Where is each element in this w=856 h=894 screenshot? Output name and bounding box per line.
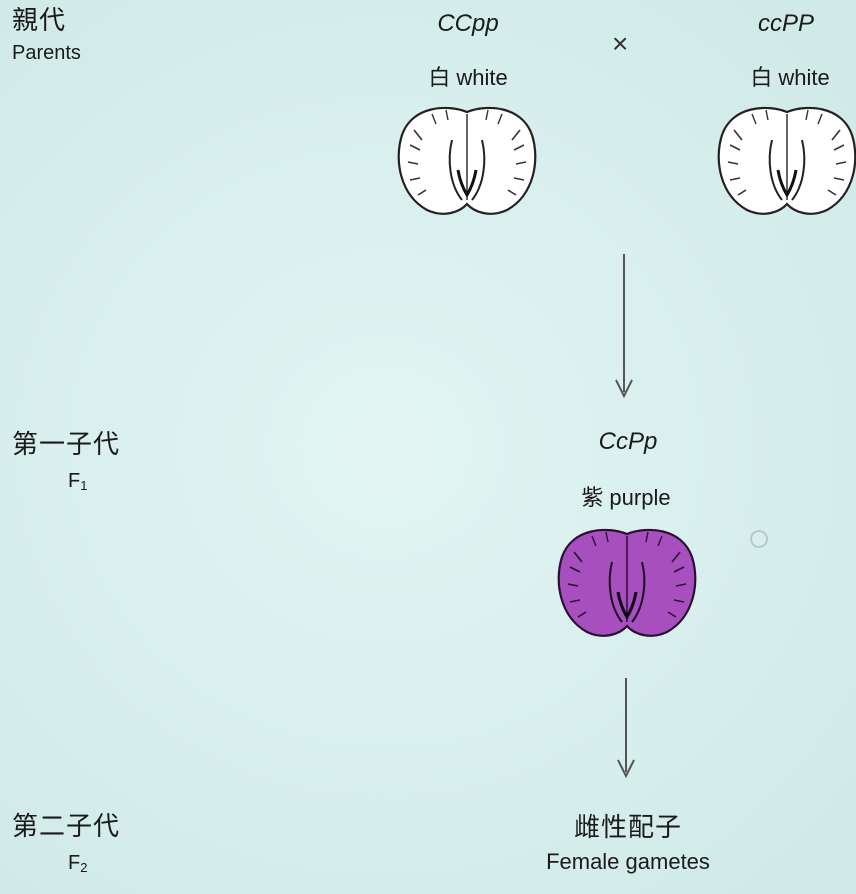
parents-label-cn: 親代 — [12, 6, 81, 37]
parent-left-genotype: CCpp — [388, 10, 548, 38]
parent-left-phenotype-cn: 白 — [428, 66, 450, 91]
female-gametes-cn: 雌性配子 — [478, 812, 778, 846]
white-seed-icon — [392, 100, 542, 220]
cross-symbol: × — [612, 28, 628, 60]
parent-left-phenotype-en: white — [456, 65, 507, 90]
f1-generation-label: 第一子代 F1 — [12, 430, 120, 494]
f1-label-cn: 第一子代 — [12, 430, 120, 461]
f1-phenotype-en: purple — [609, 485, 670, 510]
f1-label-en: F1 — [12, 469, 120, 494]
parents-generation-label: 親代 Parents — [12, 6, 81, 65]
female-gametes-label: 雌性配子 Female gametes — [478, 812, 778, 876]
f2-label-en: F2 — [12, 851, 120, 876]
f2-generation-label: 第二子代 F2 — [12, 812, 120, 876]
female-gametes-en: Female gametes — [478, 848, 778, 877]
parent-right-phenotype-cn: 白 — [750, 66, 772, 91]
down-arrow-icon — [612, 252, 636, 402]
parents-label-en: Parents — [12, 41, 81, 65]
f1-genotype: CcPp — [548, 428, 708, 456]
f1-phenotype-cn: 紫 — [581, 486, 603, 511]
background-speck — [750, 530, 768, 548]
f2-label-cn: 第二子代 — [12, 812, 120, 843]
white-seed-icon — [712, 100, 856, 220]
down-arrow-icon — [614, 676, 638, 782]
parent-right-phenotype-en: white — [778, 65, 829, 90]
purple-seed-icon — [552, 522, 702, 642]
parent-right-genotype: ccPP — [706, 10, 856, 38]
